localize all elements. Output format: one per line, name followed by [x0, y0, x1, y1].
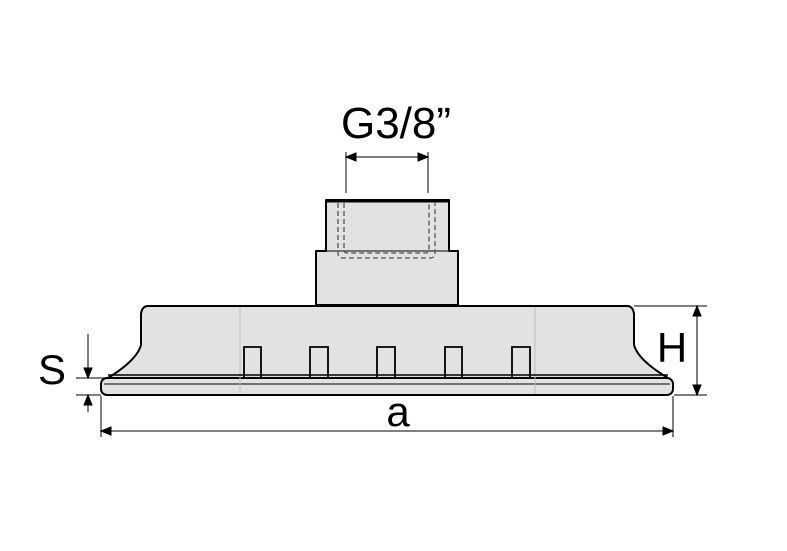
thread-dimension	[344, 152, 430, 193]
thread-bore-hidden-inner	[343, 203, 430, 254]
thread-bore-hidden	[337, 203, 436, 259]
fitting	[315, 199, 459, 306]
arrowhead	[83, 367, 93, 380]
arrowhead	[344, 152, 357, 162]
thickness-label: S	[38, 346, 66, 393]
arrowhead	[692, 384, 702, 397]
rib	[376, 346, 396, 377]
cup-lip	[100, 377, 674, 396]
ribs	[243, 346, 531, 377]
height-dimension	[634, 304, 707, 397]
rib	[511, 346, 531, 377]
rib	[309, 346, 329, 377]
seam-lines	[239, 307, 536, 394]
arrowhead	[692, 304, 702, 317]
arrowhead	[83, 393, 93, 406]
arrowhead	[99, 426, 112, 436]
rib	[243, 346, 262, 377]
arrowhead	[662, 426, 675, 436]
width-label: a	[386, 388, 410, 435]
thread-label: G3/8”	[341, 99, 451, 148]
rib	[444, 346, 463, 377]
height-label: H	[657, 324, 687, 371]
width-dimension	[99, 396, 675, 437]
cup-upper-body	[107, 305, 669, 379]
cup-body	[100, 305, 674, 396]
thickness-dimension	[76, 334, 106, 412]
arrowhead	[417, 152, 430, 162]
